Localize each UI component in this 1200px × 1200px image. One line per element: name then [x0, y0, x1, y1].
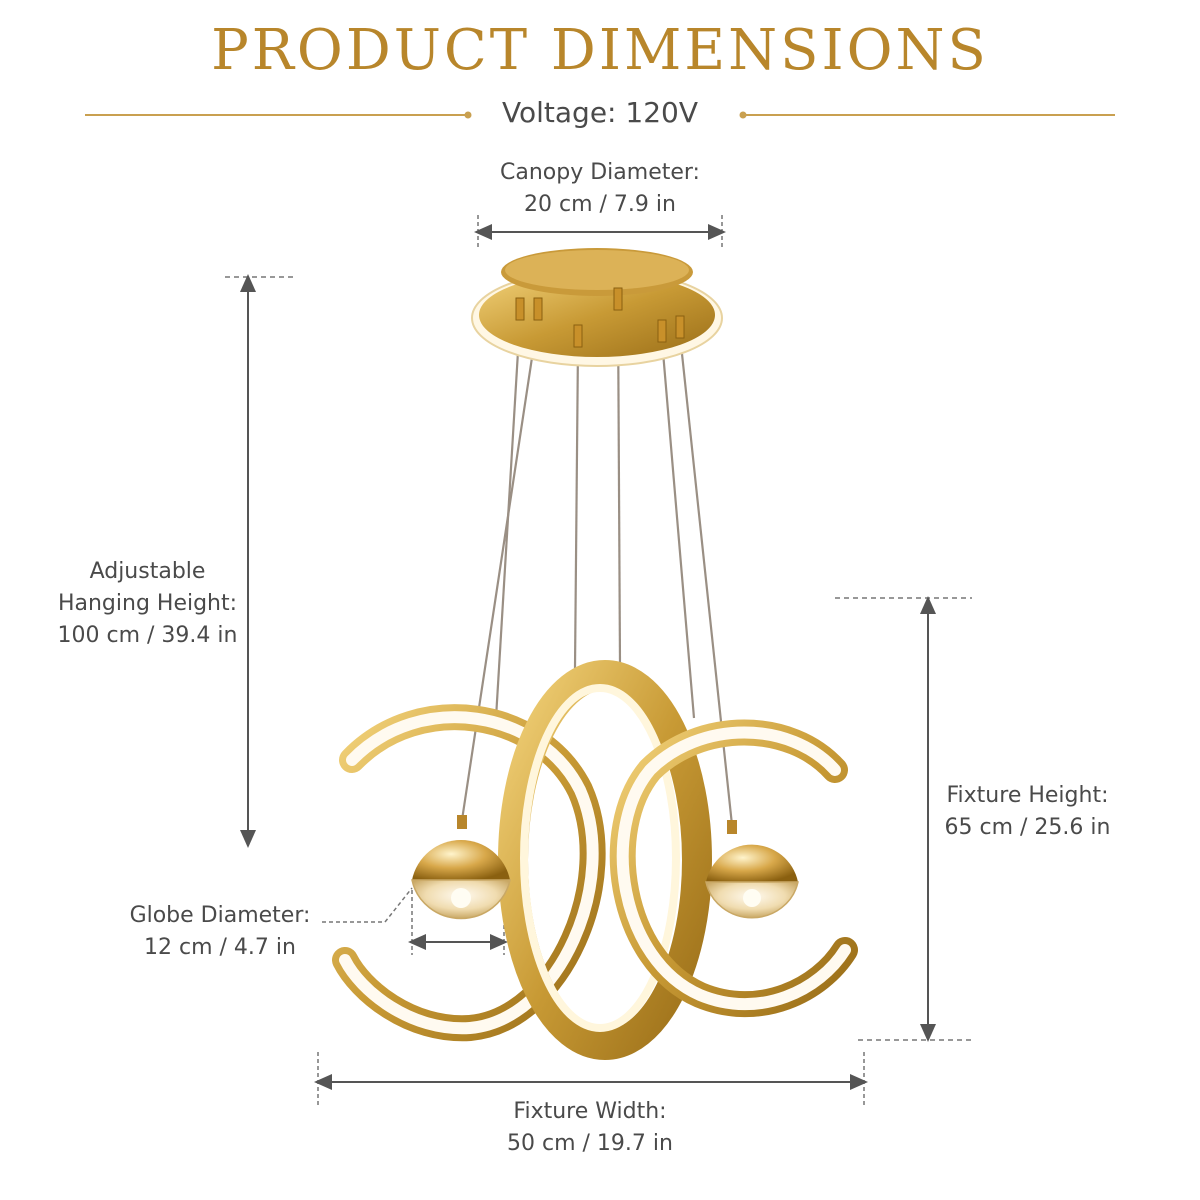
- fixture-height-value: 65 cm / 25.6 in: [944, 815, 1111, 840]
- fixture-width-label: Fixture Width: 50 cm / 19.7 in: [440, 1096, 740, 1160]
- header-divider: [85, 111, 1115, 119]
- canopy-diameter-label: Canopy Diameter: 20 cm / 7.9 in: [450, 157, 750, 221]
- fixture-width-value: 50 cm / 19.7 in: [507, 1131, 673, 1156]
- fixture-height-label: Fixture Height: 65 cm / 25.6 in: [920, 780, 1135, 844]
- left-globe: [411, 815, 511, 920]
- voltage-label: Voltage: 120V: [502, 96, 698, 129]
- center-ring: [498, 660, 712, 1060]
- hanging-height-dimension-line: [225, 274, 295, 848]
- canopy: [471, 248, 723, 367]
- hanging-height-value: 100 cm / 39.4 in: [57, 623, 238, 648]
- fixture-width-title: Fixture Width:: [513, 1099, 667, 1124]
- hanging-height-label: Adjustable Hanging Height: 100 cm / 39.4…: [30, 556, 265, 652]
- left-c-ring: [332, 704, 606, 1042]
- canopy-dimension-line: [474, 215, 726, 250]
- hanging-height-title-1: Adjustable: [89, 559, 206, 584]
- canopy-diameter-title: Canopy Diameter:: [500, 160, 700, 185]
- right-globe: [705, 820, 799, 919]
- fixture-height-dimension-line: [835, 596, 972, 1042]
- fixture-height-title: Fixture Height:: [946, 783, 1109, 808]
- hanging-height-title-2: Hanging Height:: [57, 591, 238, 616]
- right-c-ring: [609, 719, 858, 1018]
- page-title: PRODUCT DIMENSIONS: [211, 18, 989, 83]
- canopy-diameter-value: 20 cm / 7.9 in: [524, 192, 676, 217]
- globe-diameter-title: Globe Diameter:: [129, 903, 311, 928]
- globe-diameter-label: Globe Diameter: 12 cm / 4.7 in: [110, 900, 330, 964]
- globe-diameter-value: 12 cm / 4.7 in: [144, 935, 296, 960]
- fixture-width-dimension-line: [314, 1052, 868, 1108]
